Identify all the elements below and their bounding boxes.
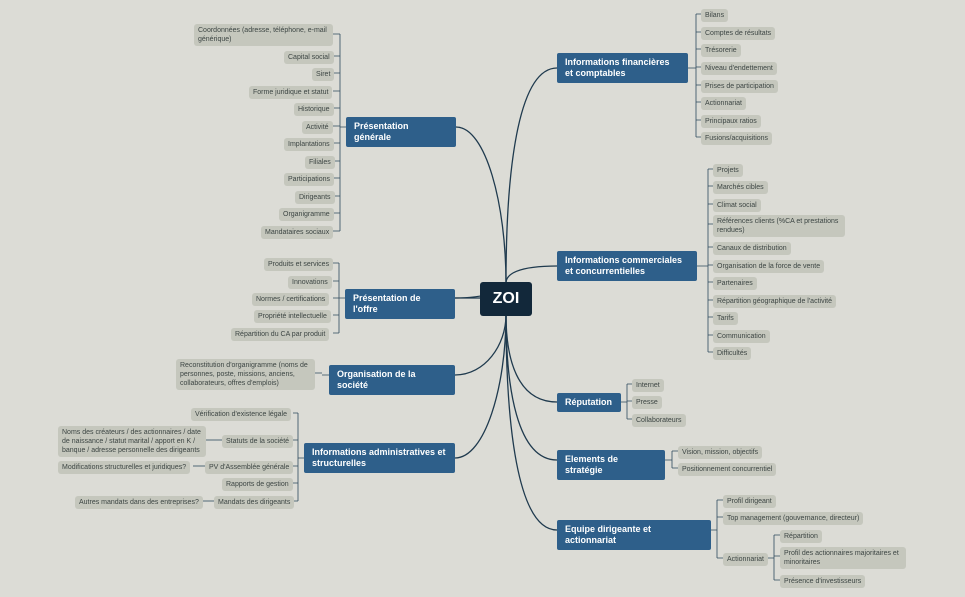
leaf-activite[interactable]: Activité [302,121,333,134]
branch-informations-administratives[interactable]: Informations administratives et structur… [304,443,455,473]
branch-equipe-dirigeante[interactable]: Equipe dirigeante et actionnariat [557,520,711,550]
leaf-projets[interactable]: Projets [713,164,743,177]
leaf-normes-certifications[interactable]: Normes / certifications [252,293,330,306]
branch-reputation[interactable]: Réputation [557,393,621,412]
leaf-capital-social[interactable]: Capital social [284,51,334,64]
leaf-participations[interactable]: Participations [284,173,335,186]
leaf-filiales[interactable]: Filiales [305,156,335,169]
leaf-vision-mission[interactable]: Vision, mission, objectifs [678,446,763,459]
leaf-propriete-intellectuelle[interactable]: Propriété intellectuelle [254,310,331,323]
leaf-tarifs[interactable]: Tarifs [713,312,738,325]
branch-organisation-societe[interactable]: Organisation de la société [329,365,455,395]
leaf-collaborateurs[interactable]: Collaborateurs [632,414,686,427]
leaf-presse[interactable]: Presse [632,396,662,409]
leaf-profil-dirigeant[interactable]: Profil dirigeant [723,495,776,508]
leaf-autres-mandats[interactable]: Autres mandats dans des entreprises? [75,496,203,509]
leaf-mandats-dirigeants[interactable]: Mandats des dirigeants [214,496,295,509]
leaf-repartition-geographique[interactable]: Répartition géographique de l'activité [713,295,836,308]
branch-presentation-offre[interactable]: Présentation de l'offre [345,289,455,319]
leaf-verification-existence[interactable]: Vérification d'existence légale [191,408,292,421]
leaf-difficultes[interactable]: Difficultés [713,347,752,360]
leaf-actionnariat-fin[interactable]: Actionnariat [701,97,746,110]
leaf-bilans[interactable]: Bilans [701,9,729,22]
leaf-reconstitution-organigramme[interactable]: Reconstitution d'organigramme (noms de p… [176,359,315,390]
leaf-prises-participation[interactable]: Prises de participation [701,80,778,93]
leaf-connectors [193,13,780,581]
central-topic-zoi[interactable]: ZOI [480,282,532,316]
leaf-produits-services[interactable]: Produits et services [264,258,334,271]
leaf-tresorerie[interactable]: Trésorerie [701,44,741,57]
branch-elements-strategie[interactable]: Elements de stratégie [557,450,665,480]
leaf-forme-juridique[interactable]: Forme juridique et statut [249,86,333,99]
leaf-repartition-ca[interactable]: Répartition du CA par produit [231,328,330,341]
leaf-pv-assemblee[interactable]: PV d'Assemblée générale [205,461,294,474]
leaf-niveau-endettement[interactable]: Niveau d'endettement [701,62,777,75]
leaf-marches-cibles[interactable]: Marchés cibles [713,181,768,194]
leaf-presence-investisseurs[interactable]: Présence d'investisseurs [780,575,866,588]
branch-presentation-generale[interactable]: Présentation générale [346,117,456,147]
leaf-innovations[interactable]: Innovations [288,276,332,289]
leaf-mandataires-sociaux[interactable]: Mandataires sociaux [261,226,334,239]
leaf-organigramme[interactable]: Organigramme [279,208,334,221]
leaf-repartition-actionnariat[interactable]: Répartition [780,530,822,543]
center-connectors [454,67,558,531]
leaf-partenaires[interactable]: Partenaires [713,277,757,290]
leaf-dirigeants[interactable]: Dirigeants [295,191,335,204]
leaf-top-management[interactable]: Top management (gouvernance, directeur) [723,512,864,525]
leaf-historique[interactable]: Historique [294,103,334,116]
leaf-references-clients[interactable]: Références clients (%CA et prestations r… [713,215,845,237]
leaf-siret[interactable]: Siret [312,68,335,81]
leaf-noms-createurs[interactable]: Noms des créateurs / des actionnaires / … [58,426,206,457]
leaf-comptes-resultats[interactable]: Comptes de résultats [701,27,776,40]
leaf-principaux-ratios[interactable]: Principaux ratios [701,115,761,128]
leaf-actionnariat-equipe[interactable]: Actionnariat [723,553,768,566]
leaf-positionnement-concurrentiel[interactable]: Positionnement concurrentiel [678,463,777,476]
leaf-rapports-gestion[interactable]: Rapports de gestion [222,478,293,491]
leaf-communication[interactable]: Communication [713,330,770,343]
leaf-profil-actionnaires[interactable]: Profil des actionnaires majoritaires et … [780,547,906,569]
leaf-coordonnees[interactable]: Coordonnées (adresse, téléphone, e-mail … [194,24,333,46]
leaf-implantations[interactable]: Implantations [284,138,334,151]
leaf-modifications-structurelles[interactable]: Modifications structurelles et juridique… [58,461,191,474]
leaf-climat-social[interactable]: Climat social [713,199,761,212]
leaf-fusions-acquisitions[interactable]: Fusions/acquisitions [701,132,773,145]
branch-informations-commerciales[interactable]: Informations commerciales et concurrenti… [557,251,697,281]
branch-informations-financieres[interactable]: Informations financières et comptables [557,53,688,83]
leaf-force-de-vente[interactable]: Organisation de la force de vente [713,260,825,273]
leaf-canaux-distribution[interactable]: Canaux de distribution [713,242,791,255]
leaf-internet[interactable]: Internet [632,379,664,392]
leaf-statuts-societe[interactable]: Statuts de la société [222,435,294,448]
